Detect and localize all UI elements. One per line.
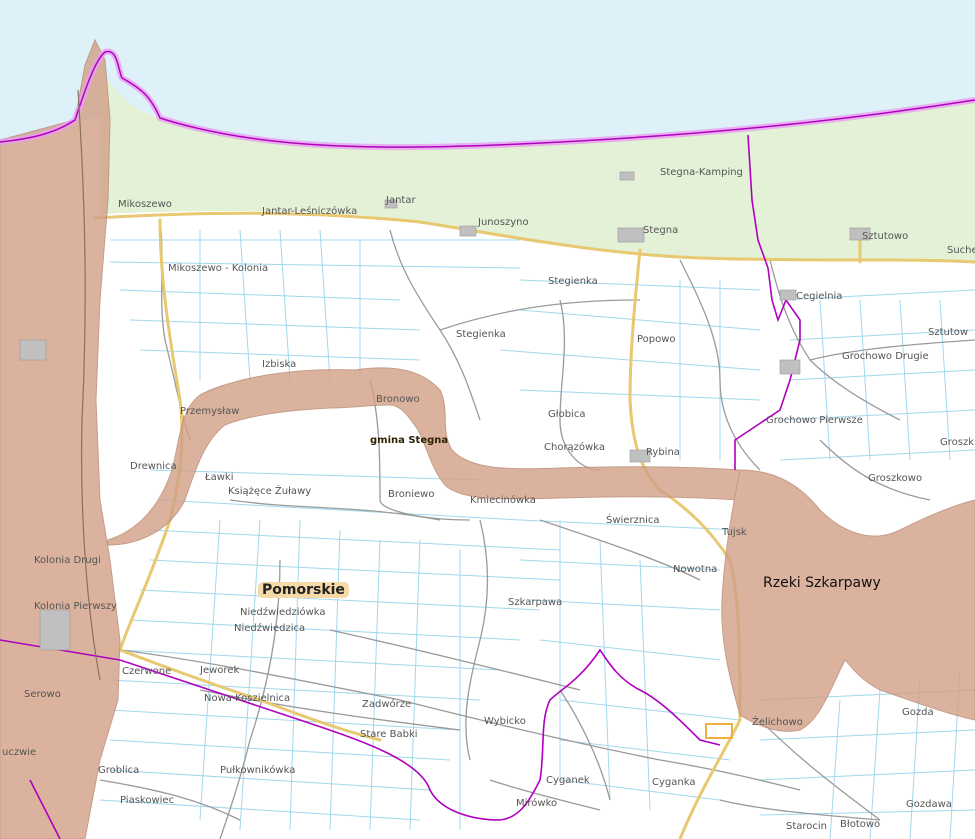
- place-label: Kmiecinówka: [470, 495, 536, 506]
- railway: [77, 89, 101, 681]
- place-label: Mirówko: [516, 798, 558, 809]
- place-label: Przemysław: [180, 406, 240, 417]
- place-label: Cyganka: [652, 777, 696, 788]
- place-label: Gozdawa: [906, 799, 952, 810]
- place-label: Rybina: [646, 447, 680, 458]
- place-label: Groblica: [98, 765, 140, 776]
- place-label: Czerwone: [122, 666, 172, 677]
- place-label: Grochowo Drugie: [842, 351, 929, 362]
- place-label: Tujsk: [722, 527, 747, 538]
- place-label: Stegienka: [548, 276, 598, 287]
- place-label: Zadwórze: [362, 699, 412, 710]
- place-label: Serowo: [24, 689, 61, 700]
- place-label: Starocin: [786, 821, 828, 832]
- place-label: Mikoszewo: [118, 199, 172, 210]
- place-label: Błotowo: [840, 819, 881, 830]
- place-label: Cegielnia: [796, 291, 843, 302]
- flood-zones: [0, 38, 975, 839]
- place-label: Świerznica: [606, 515, 660, 526]
- place-label: Żelichowo: [752, 717, 803, 728]
- canals: [99, 229, 975, 839]
- place-label: Stegienka: [456, 329, 506, 340]
- flood-szkarpawa: [721, 469, 975, 732]
- place-label: Sztutowo: [862, 231, 909, 242]
- place-label: Gozda: [902, 707, 934, 718]
- flood-zone-label: Rzeki Szkarpawy: [763, 575, 881, 591]
- place-label: Kolonia Drugi: [34, 555, 101, 566]
- flood-vistula: [0, 38, 121, 839]
- place-label: Groszk: [940, 437, 975, 448]
- minor-roads: [99, 219, 975, 839]
- place-label: Piaskowiec: [120, 795, 175, 806]
- place-label: Stegna-Kamping: [660, 167, 743, 178]
- place-label: Stegna: [643, 225, 679, 236]
- settlements: [19, 171, 871, 651]
- place-label: Niedźwiedzica: [234, 623, 306, 634]
- place-label: Junoszyno: [478, 217, 529, 228]
- place-label: Sztutow: [928, 327, 969, 338]
- place-label: Izbiska: [262, 359, 297, 370]
- place-label: Kolonia Pierwszy: [34, 601, 117, 612]
- place-label: Jeworek: [200, 665, 240, 676]
- admin-label: gmina Stegna: [370, 435, 449, 446]
- sea-area: [0, 0, 975, 148]
- place-label: Wybicko: [484, 716, 526, 727]
- place-label: Szkarpawa: [508, 597, 563, 608]
- place-label: Drewnica: [130, 461, 177, 472]
- place-label: Jantar-Leśniczówka: [262, 206, 358, 217]
- region-label: Pomorskie: [258, 582, 349, 598]
- flood-river-main: [107, 367, 741, 546]
- place-label: Pułkownikówka: [220, 765, 296, 776]
- place-label: uczwie: [2, 747, 37, 758]
- highlight-box: [705, 723, 733, 739]
- place-label: Grochowo Pierwsze: [766, 415, 863, 426]
- place-label: Nowotna: [673, 564, 718, 575]
- place-label: Stare Babki: [360, 729, 418, 740]
- place-label: Książęce Żuławy: [228, 486, 312, 497]
- place-label: Suche: [947, 245, 975, 256]
- coastline-boundary: [0, 50, 975, 148]
- admin-boundaries: [0, 134, 801, 839]
- place-label: Jantar: [386, 195, 416, 206]
- place-label: Chorązówka: [544, 442, 605, 453]
- place-label: Bronowo: [376, 394, 420, 405]
- place-label: Broniewo: [388, 489, 435, 500]
- place-label: Popowo: [637, 334, 676, 345]
- place-label: Niedźwiedziówka: [240, 607, 326, 618]
- place-label: Głobica: [548, 409, 586, 420]
- place-label: Cyganek: [546, 775, 590, 786]
- coast-strip: [100, 70, 975, 262]
- place-label: Groszkowo: [868, 473, 923, 484]
- place-label: Mikoszewo - Kolonia: [168, 263, 269, 274]
- place-label: Nowa Koszielnica: [204, 693, 291, 704]
- place-label: Ławki: [205, 472, 234, 483]
